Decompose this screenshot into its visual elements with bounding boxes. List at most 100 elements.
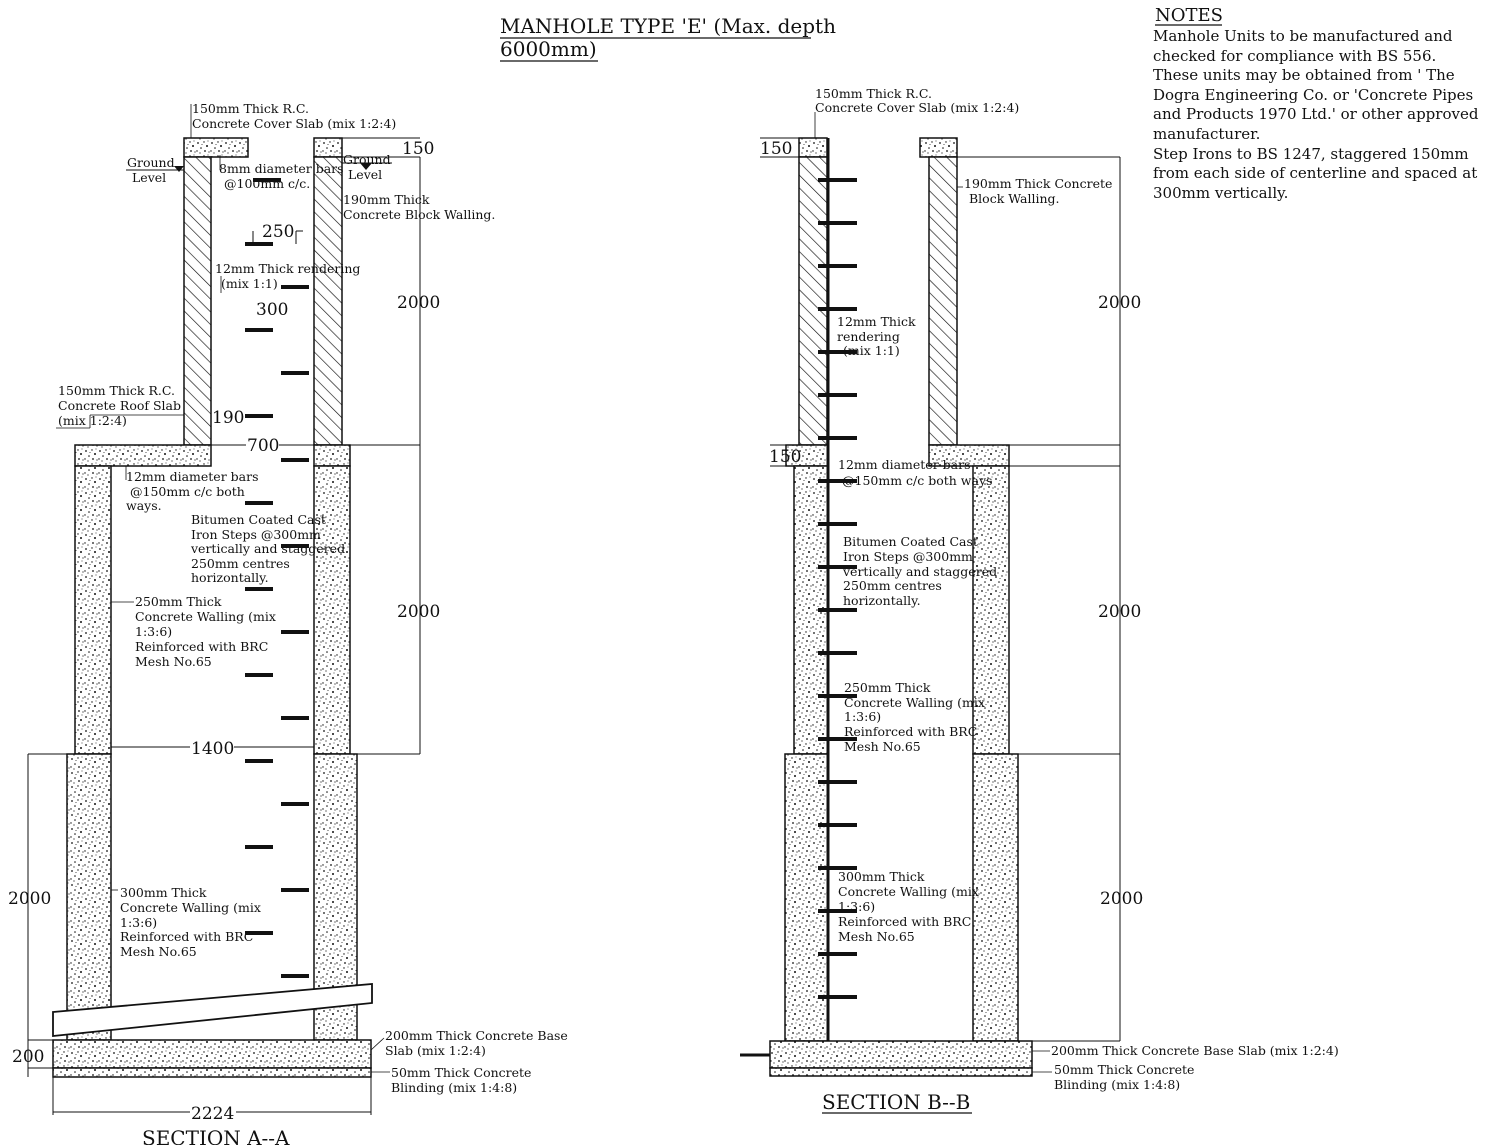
b-label-steps: horizontally. [843, 593, 921, 608]
label-base-slab: Slab (mix 1:2:4) [385, 1043, 486, 1058]
wall-250-right [313, 465, 351, 755]
notes-line: Manhole Units to be manufactured and [1153, 27, 1453, 45]
dim-1400: 1400 [191, 739, 234, 759]
section-b: 150mm Thick R.C. Concrete Cover Slab (mi… [740, 86, 1339, 1114]
label-rendering: 12mm Thick rendering [215, 261, 360, 276]
dim-2000-top: 2000 [397, 293, 440, 313]
b-label-bars-12mm: 12mm diameter bars [838, 457, 971, 472]
dim-300: 300 [256, 300, 288, 320]
b-label-rendering: 12mm Thick [837, 314, 916, 329]
inlet-pipe [52, 983, 373, 1037]
label-wall-250: 1:3:6) [135, 624, 172, 639]
b-base-slab [769, 1040, 1033, 1069]
b-label-wall-250: Mesh No.65 [844, 739, 921, 754]
b-label-wall-300: 1:3:6) [838, 899, 875, 914]
b-block-wall-left [798, 156, 828, 446]
label-blinding: 50mm Thick Concrete [391, 1065, 531, 1080]
b-label-rendering: rendering [837, 329, 900, 344]
label-bars-12mm: 12mm diameter bars [126, 469, 259, 484]
label-roof-slab: 150mm Thick R.C. [58, 383, 175, 398]
b-label-block-wall: 190mm Thick Concrete [964, 176, 1112, 191]
notes-line: from each side of centerline and spaced … [1153, 164, 1477, 182]
dim-190: 190 [212, 408, 244, 428]
label-bars-8mm: @100mm c/c. [224, 176, 310, 191]
label-wall-300: 300mm Thick [120, 885, 207, 900]
notes-line: checked for compliance with BS 556. [1153, 47, 1436, 65]
label-base-slab: 200mm Thick Concrete Base [385, 1028, 568, 1043]
label-cover-slab: Concrete Cover Slab (mix 1:2:4) [192, 116, 396, 131]
wall-250-left [74, 465, 112, 755]
b-dim-2000-top: 2000 [1098, 293, 1141, 313]
notes-line: These units may be obtained from ' The [1153, 66, 1455, 84]
title-line2: 6000mm) [500, 37, 597, 61]
notes-line: Step Irons to BS 1247, staggered 150mm [1153, 145, 1469, 163]
b-dim-2000-low: 2000 [1100, 889, 1143, 909]
roof-slab-left [74, 444, 212, 467]
blinding [52, 1067, 372, 1078]
label-bars-12mm: ways. [126, 498, 162, 513]
b-wall-300-right [972, 753, 1019, 1042]
b-dim-150-mid: 150 [769, 447, 801, 467]
label-steps: 250mm centres [191, 556, 290, 571]
notes-line: manufacturer. [1153, 125, 1260, 143]
label-block-wall: 190mm Thick [343, 192, 430, 207]
notes-line: Dogra Engineering Co. or 'Concrete Pipes [1153, 86, 1473, 104]
b-label-wall-250: Reinforced with BRC [844, 724, 977, 739]
title-line1: MANHOLE TYPE 'E' (Max. depth [500, 14, 836, 38]
dim-150: 150 [402, 139, 434, 159]
b-label-bars-12mm: @150mm c/c both ways [842, 473, 992, 488]
label-wall-250: Mesh No.65 [135, 654, 212, 669]
notes-line: 300mm vertically. [1153, 184, 1288, 202]
wall-300-left [66, 753, 112, 1041]
b-label-wall-300: Mesh No.65 [838, 929, 915, 944]
b-label-steps: Iron Steps @300mm [843, 549, 973, 564]
b-label-wall-300: Reinforced with BRC [838, 914, 971, 929]
section-a-caption: SECTION A--A [142, 1126, 290, 1145]
b-cover-slab-right [919, 137, 958, 158]
b-dim-2000-mid: 2000 [1098, 602, 1141, 622]
dim-2000-low: 2000 [8, 889, 51, 909]
label-block-wall: Concrete Block Walling. [343, 207, 495, 222]
label-steps: Iron Steps @300mm [191, 527, 321, 542]
b-label-wall-250: Concrete Walling (mix [844, 695, 985, 710]
label-wall-300: Concrete Walling (mix [120, 900, 261, 915]
notes-block: NOTES Manhole Units to be manufactured a… [1153, 5, 1479, 202]
label-wall-300: 1:3:6) [120, 915, 157, 930]
label-roof-slab: Concrete Roof Slab [58, 398, 181, 413]
b-label-rendering: (mix 1:1) [843, 343, 900, 358]
label-wall-250: Concrete Walling (mix [135, 609, 276, 624]
b-label-wall-250: 1:3:6) [844, 709, 881, 724]
b-label-cover-slab: Concrete Cover Slab (mix 1:2:4) [815, 100, 1019, 115]
b-label-wall-300: 300mm Thick [838, 869, 925, 884]
block-wall-left [183, 156, 212, 446]
b-wall-250-right [972, 465, 1010, 755]
label-rendering: (mix 1:1) [221, 276, 278, 291]
b-label-wall-250: 250mm Thick [844, 680, 931, 695]
dim-250: 250 [262, 222, 294, 242]
base-slab [52, 1039, 372, 1069]
b-blinding [769, 1067, 1033, 1077]
label-steps: horizontally. [191, 570, 269, 585]
step-irons [245, 178, 309, 978]
label-bars-8mm: 8mm diameter bars [219, 161, 344, 176]
dim-200: 200 [12, 1047, 44, 1067]
b-label-cover-slab: 150mm Thick R.C. [815, 86, 932, 101]
dim-2224: 2224 [191, 1104, 234, 1124]
section-b-caption: SECTION B--B [822, 1090, 970, 1114]
label-wall-250: Reinforced with BRC [135, 639, 268, 654]
label-steps: Bitumen Coated Cast [191, 512, 326, 527]
b-label-block-wall: Block Walling. [969, 191, 1060, 206]
b-block-wall-right [928, 156, 958, 446]
label-wall-300: Reinforced with BRC [120, 929, 253, 944]
label-ground-level-right: Level [348, 167, 382, 182]
cover-slab-left [183, 137, 249, 158]
label-steps: vertically and staggered [190, 541, 345, 556]
b-dim-150-top: 150 [760, 139, 792, 159]
dim-2000-mid: 2000 [397, 602, 440, 622]
label-cover-slab: 150mm Thick R.C. [192, 101, 309, 116]
block-wall-right [313, 156, 343, 446]
label-ground-level-left: Level [132, 170, 166, 185]
b-label-steps: vertically and staggered [842, 564, 997, 579]
notes-heading: NOTES [1155, 5, 1223, 26]
